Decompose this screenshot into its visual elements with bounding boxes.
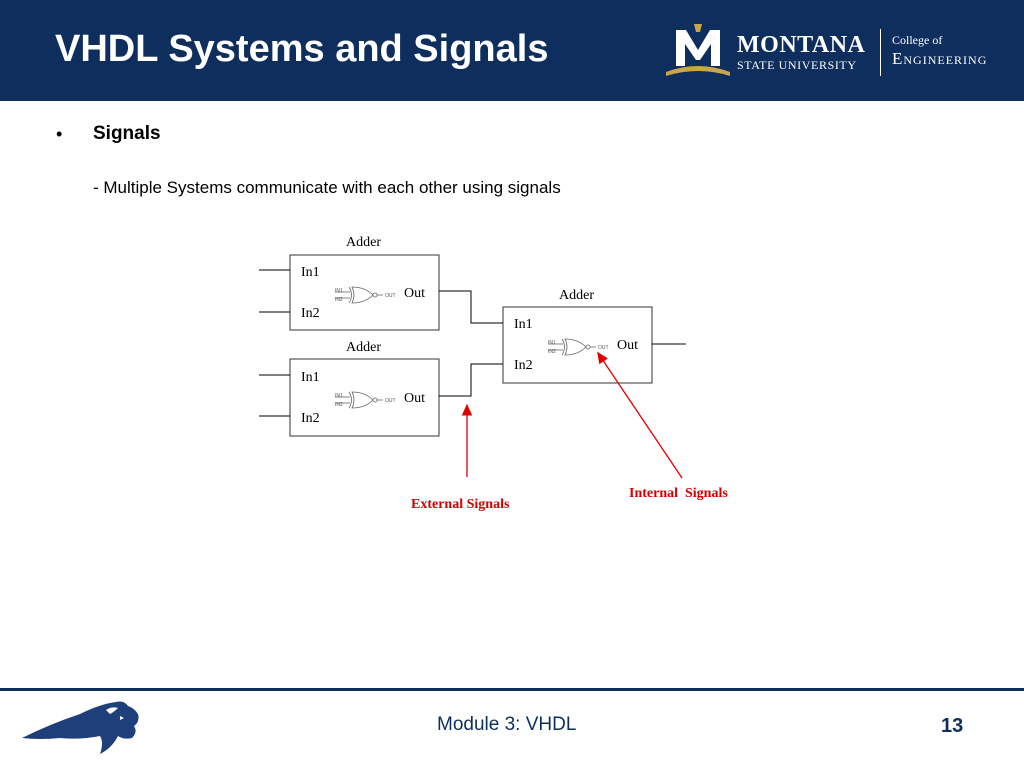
adder-1-xor-gate-icon: IN1 IN2 OUT bbox=[334, 286, 396, 304]
adder-3-xor-gate-icon: IN1 IN2 OUT bbox=[547, 338, 609, 356]
slide-header: VHDL Systems and Signals MONTANA STATE U… bbox=[0, 0, 1024, 101]
college-wordmark: College of Engineering bbox=[892, 33, 987, 68]
adder-2-in2: In2 bbox=[301, 411, 320, 426]
adder-2-title: Adder bbox=[346, 340, 381, 355]
bullet-subtext: - Multiple Systems communicate with each… bbox=[93, 178, 561, 197]
adder-2: Adder In1 In2 Out IN1 IN2 OUT bbox=[289, 340, 440, 437]
internal-signal-arrow bbox=[597, 351, 683, 479]
montana-text: MONTANA bbox=[737, 32, 866, 58]
adder-2-out: Out bbox=[404, 391, 425, 406]
adder-1-title: Adder bbox=[346, 235, 381, 250]
college-of-text: College of bbox=[892, 33, 943, 47]
svg-text:OUT: OUT bbox=[598, 345, 609, 351]
footer-divider bbox=[0, 688, 1024, 691]
adder-3-in2: In2 bbox=[514, 358, 533, 373]
svg-text:IN1: IN1 bbox=[335, 393, 343, 399]
adder-3-out: Out bbox=[617, 338, 638, 353]
svg-text:IN1: IN1 bbox=[548, 340, 556, 346]
adder-1: Adder In1 In2 Out IN1 IN2 OUT bbox=[289, 235, 440, 331]
engineering-text: Engineering bbox=[892, 49, 988, 68]
svg-text:OUT: OUT bbox=[385, 293, 396, 299]
svg-text:IN2: IN2 bbox=[335, 297, 343, 303]
adder-1-in2: In2 bbox=[301, 306, 320, 321]
footer-module-title: Module 3: VHDL bbox=[437, 714, 577, 735]
svg-text:OUT: OUT bbox=[385, 398, 396, 404]
msu-wordmark: MONTANA STATE UNIVERSITY bbox=[737, 33, 865, 72]
adder-2-xor-gate-icon: IN1 IN2 OUT bbox=[334, 391, 396, 409]
external-signals-label: External Signals bbox=[411, 497, 510, 512]
svg-text:IN2: IN2 bbox=[335, 402, 343, 408]
state-university-text: STATE UNIVERSITY bbox=[737, 58, 857, 72]
adder-diagram: Adder In1 In2 Out IN1 IN2 OUT Adder In1 … bbox=[259, 235, 728, 512]
bullet-marker: • bbox=[56, 124, 63, 144]
adder-1-in1: In1 bbox=[301, 265, 320, 280]
adder-1-out: Out bbox=[404, 286, 425, 301]
svg-text:IN2: IN2 bbox=[548, 349, 556, 355]
logo-divider bbox=[880, 29, 881, 76]
signal-wires bbox=[259, 269, 686, 417]
svg-text:IN1: IN1 bbox=[335, 288, 343, 294]
adder-3-title: Adder bbox=[559, 288, 594, 303]
adder-3-in1: In1 bbox=[514, 317, 533, 332]
bobcat-logo bbox=[22, 701, 139, 754]
slide-title: VHDL Systems and Signals bbox=[55, 28, 549, 70]
adder-3: Adder In1 In2 Out IN1 IN2 OUT bbox=[502, 288, 653, 384]
internal-signals-label: Internal Signals bbox=[629, 486, 728, 501]
adder-2-in1: In1 bbox=[301, 370, 320, 385]
bullet-heading: Signals bbox=[93, 123, 161, 144]
slide-number: 13 bbox=[941, 715, 964, 737]
msu-m-logo bbox=[666, 24, 730, 76]
